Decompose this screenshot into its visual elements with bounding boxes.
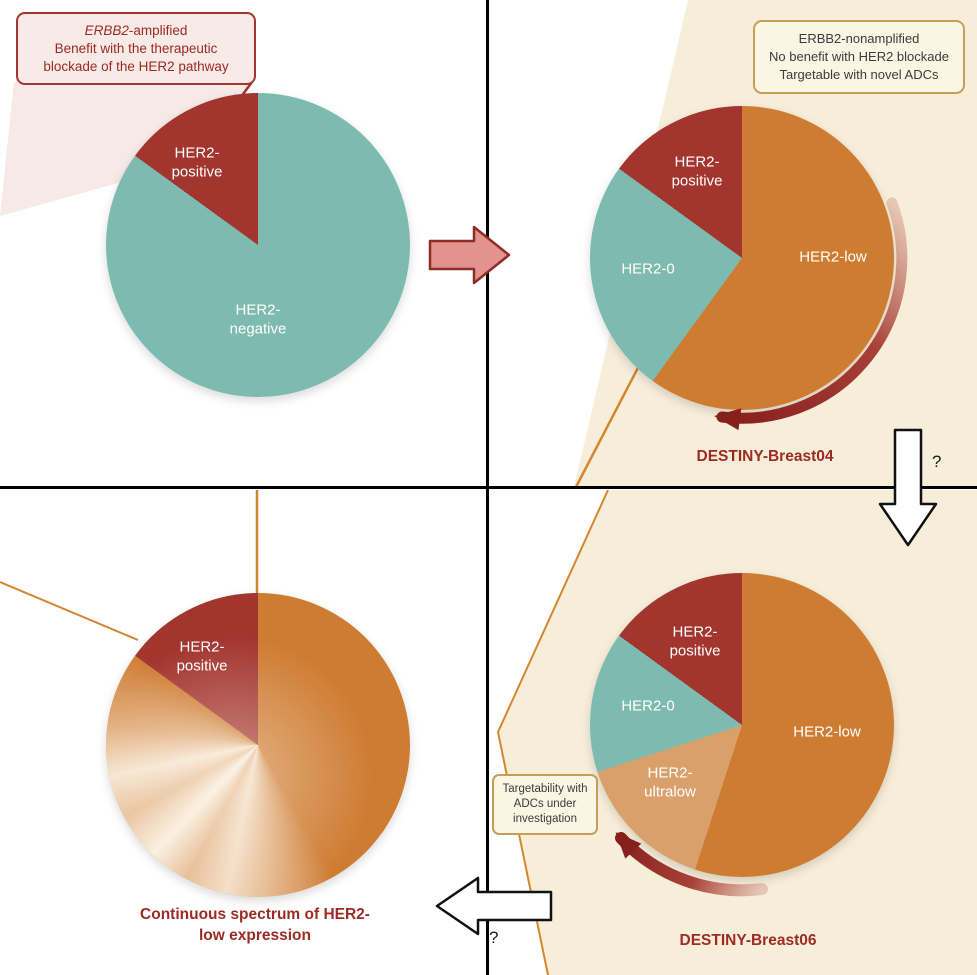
pie-chart-continuous-spectrum — [106, 593, 410, 897]
quadrant-bottom-left: HER2-positive Continuous spectrum of HER… — [0, 490, 487, 975]
slice-label-her2-negative: HER2-negative — [229, 301, 287, 337]
callout-gene-line: ERBB2-amplified — [28, 22, 244, 40]
callout-line-1: ERBB2-nonamplified — [798, 31, 920, 46]
quadrant-top-right: ERBB2-nonamplified No benefit with HER2 … — [490, 0, 977, 487]
pie-chart-her2-ultralow-era — [590, 573, 894, 877]
slice-label-her2-low: HER2-low — [799, 248, 867, 266]
slice-label-her2-positive: HER2-positive — [171, 144, 223, 180]
slice-label-her2-0: HER2-0 — [621, 260, 675, 278]
callout-targetability-adcs: Targetability with ADCs under investigat… — [492, 774, 598, 835]
callout-body: Targetability with ADCs under investigat… — [502, 783, 588, 825]
quadrant-bottom-right: Targetability with ADCs under investigat… — [490, 490, 977, 975]
callout-body: Benefit with the therapeutic blockade of… — [43, 40, 229, 74]
gene-name: ERBB2 — [84, 23, 129, 38]
slice-label-her2-positive: HER2-positive — [669, 623, 721, 659]
horizontal-divider-line — [0, 486, 977, 489]
question-mark-bottom: ? — [489, 928, 499, 947]
slice-label-her2-positive: HER2-positive — [671, 153, 723, 189]
callout-line-2: No benefit with HER2 blockade — [769, 48, 949, 64]
pie-chart-binary-classification — [106, 93, 410, 397]
left-transition-arrow-icon — [435, 876, 553, 936]
callout-line-3: Targetable with novel ADCs — [779, 66, 939, 82]
down-transition-arrow-icon — [878, 428, 938, 547]
slice-label-her2-ultralow: HER2-ultralow — [644, 764, 696, 800]
callout-erbb2-amplified: ERBB2-amplified Benefit with the therape… — [16, 12, 256, 86]
caption-continuous-spectrum: Continuous spectrum of HER2-low expressi… — [140, 906, 370, 944]
trial-caption-destiny-breast06: DESTINY-Breast06 — [679, 932, 817, 949]
right-transition-arrow-icon — [428, 225, 511, 285]
quadrant-top-left: ERBB2-amplified Benefit with the therape… — [0, 0, 487, 487]
slice-label-her2-low: HER2-low — [793, 723, 861, 741]
gene-suffix: -amplified — [128, 23, 188, 38]
trial-caption-destiny-breast04: DESTINY-Breast04 — [696, 448, 834, 465]
callout-erbb2-nonamplified: ERBB2-nonamplified No benefit with HER2 … — [753, 20, 965, 94]
question-mark-top: ? — [932, 452, 942, 471]
slice-label-her2-0: HER2-0 — [621, 697, 675, 715]
slice-label-her2-positive: HER2-positive — [176, 638, 228, 674]
